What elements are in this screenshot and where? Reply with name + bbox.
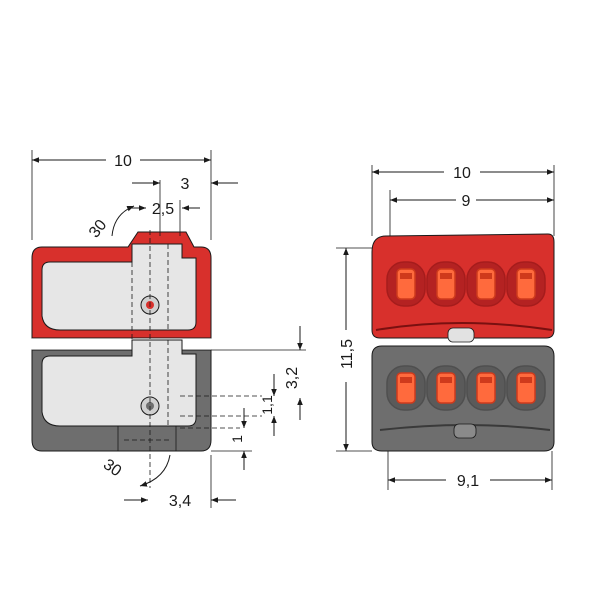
side-view: 10 3 2,5 30 3,2 1,1 1 30 3,4	[31, 150, 306, 510]
dim-height-1-1: 1,1	[259, 395, 275, 415]
dim-slot-2-5: 2,5	[152, 201, 174, 218]
clamp-notch	[480, 273, 492, 279]
front-view: 10 9 11,5 9,1	[336, 165, 555, 490]
dim-offset-3-4: 3,4	[169, 493, 191, 510]
dim-front-height-11-5: 11,5	[339, 339, 356, 369]
dim-front-width-9-1: 9,1	[457, 473, 479, 490]
angle-bottom-30: 30	[100, 456, 124, 480]
dim-front-width-10: 10	[453, 165, 471, 182]
clamp-notch	[400, 377, 412, 383]
clamp-notch	[520, 273, 532, 279]
clamp-notch	[440, 273, 452, 279]
dim-height-1: 1	[229, 435, 245, 443]
clamp-notch	[440, 377, 452, 383]
clamp-notch	[480, 377, 492, 383]
clamp-notch	[520, 377, 532, 383]
dim-offset-3: 3	[181, 176, 190, 193]
dim-front-width-9: 9	[462, 193, 471, 210]
red-port-group	[386, 261, 546, 307]
dim-width-10: 10	[114, 153, 132, 170]
grey-port-group	[386, 365, 546, 411]
dim-height-3-2: 3,2	[284, 367, 301, 389]
angle-top-30: 30	[86, 217, 110, 242]
clamp-notch	[400, 273, 412, 279]
